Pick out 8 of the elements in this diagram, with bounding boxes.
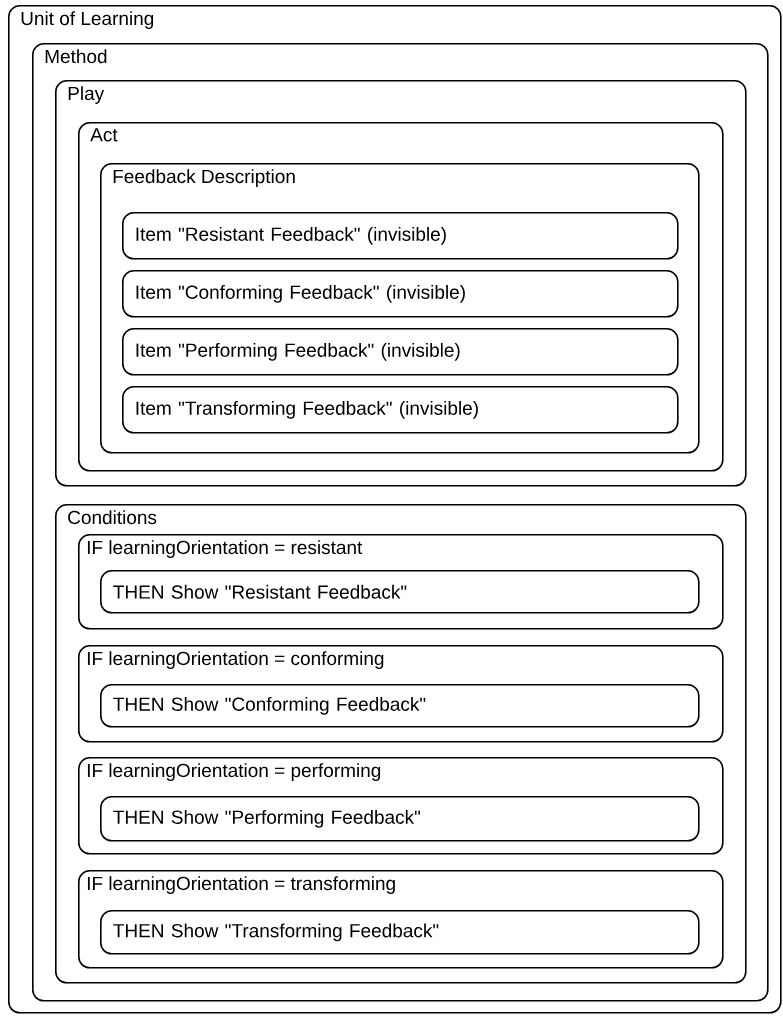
item-box: Item "Resistant Feedback" (invisible) (122, 212, 679, 260)
item-box: THEN Show "Resistant Feedback" (100, 570, 700, 614)
item-box: Item "Conforming Feedback" (invisible) (122, 270, 679, 318)
item-box: THEN Show "Conforming Feedback" (100, 684, 700, 728)
item-box: THEN Show "Performing Feedback" (100, 796, 700, 842)
item-box: Item "Performing Feedback" (invisible) (122, 328, 679, 376)
item-box: Item "Transforming Feedback" (invisible) (122, 386, 679, 434)
item-box: THEN Show "Transforming Feedback" (100, 910, 700, 955)
